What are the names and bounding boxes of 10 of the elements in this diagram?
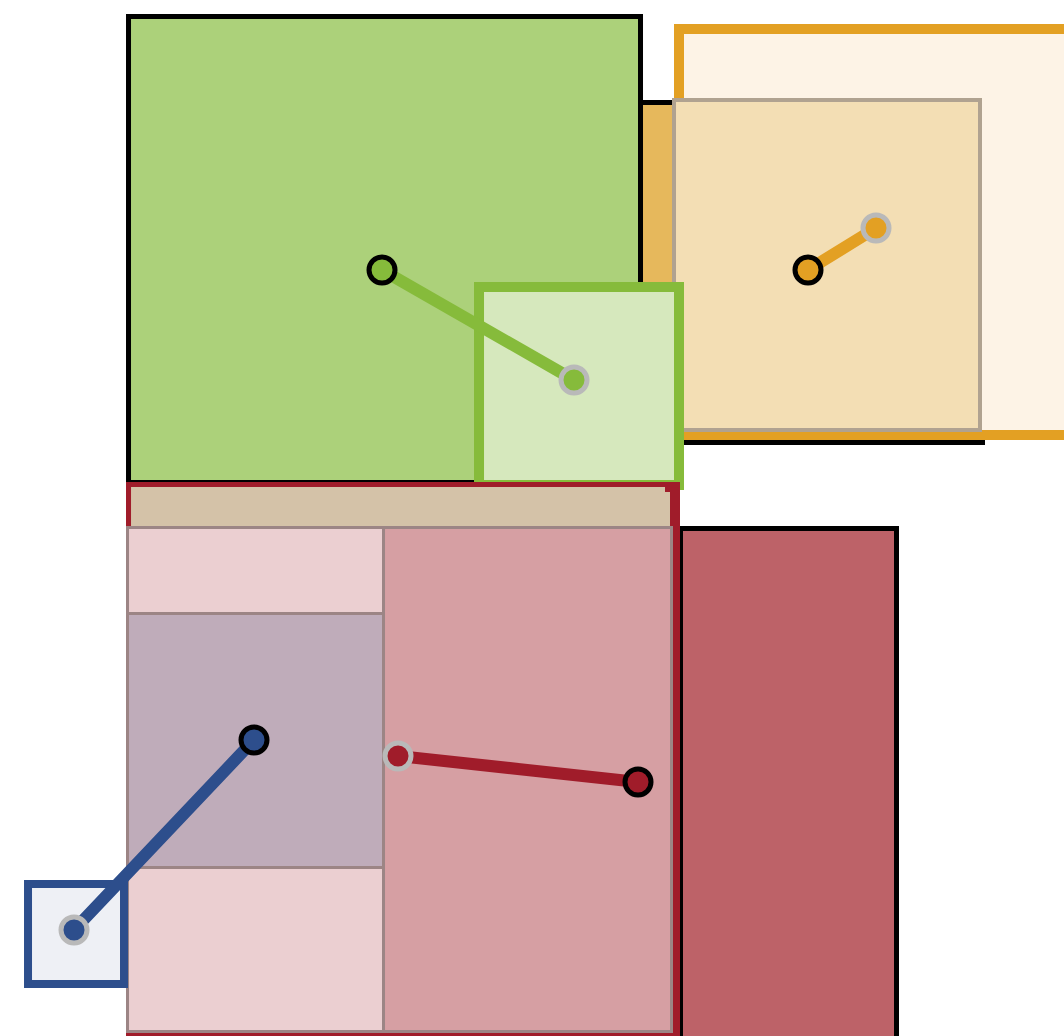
- panel-box: [382, 526, 673, 1033]
- panel-box: [474, 282, 684, 490]
- connector-line: [792, 212, 892, 286]
- connector-line: [382, 740, 654, 798]
- connector-line: [366, 254, 590, 396]
- panel-box: [126, 526, 385, 615]
- panel-box: [126, 612, 385, 869]
- panel-box: [678, 526, 899, 1036]
- panel-box: [126, 866, 385, 1033]
- connector-line: [58, 724, 270, 946]
